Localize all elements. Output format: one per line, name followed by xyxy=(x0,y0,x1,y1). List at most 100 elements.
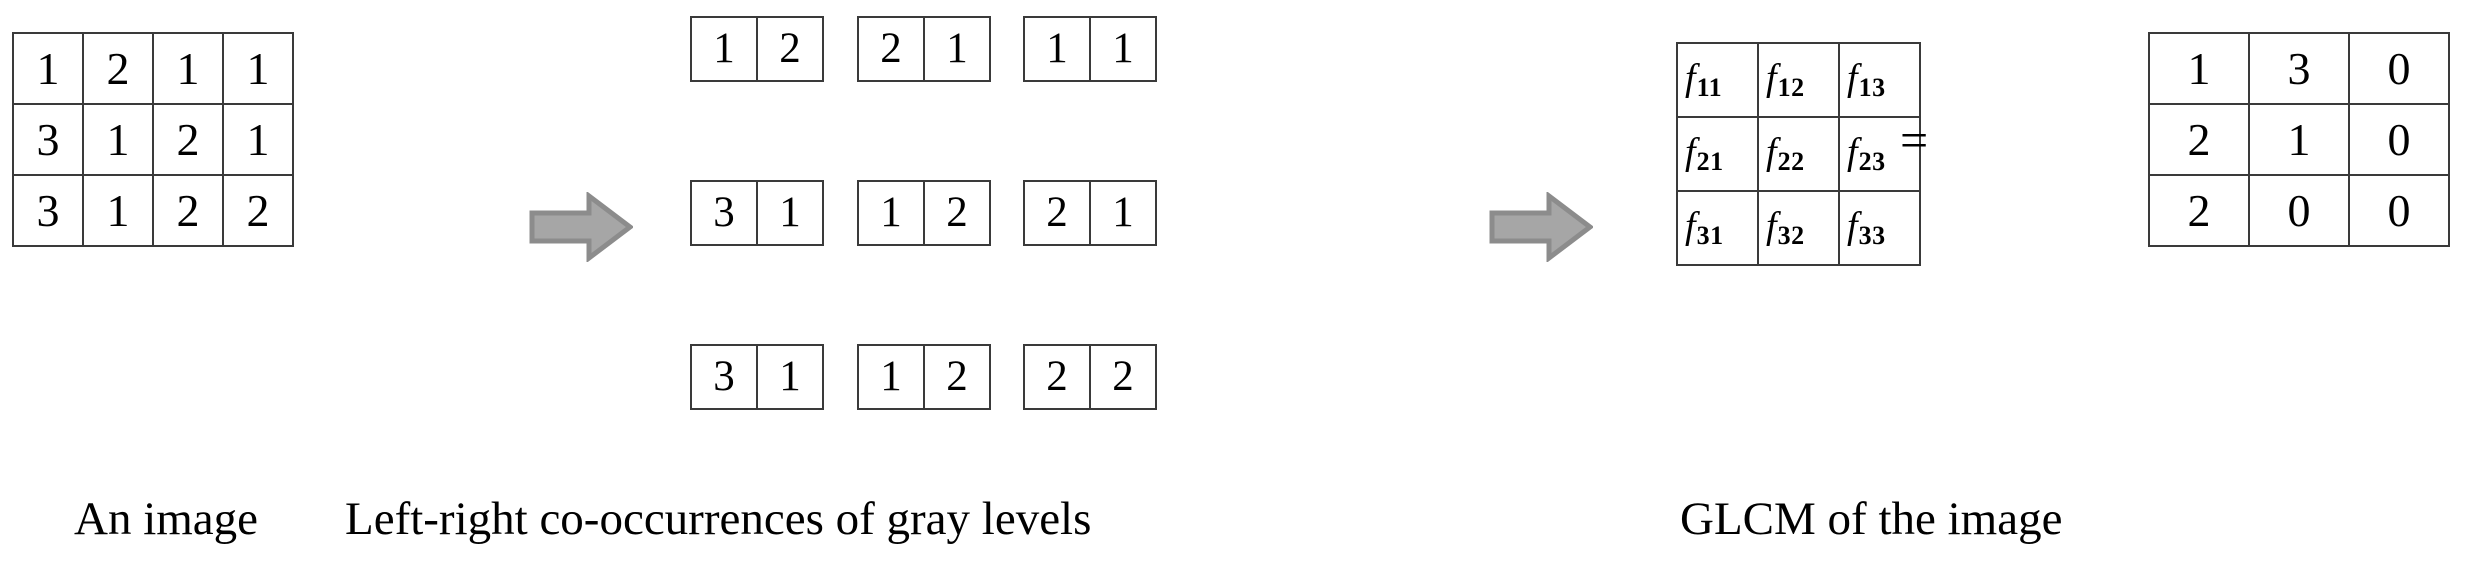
image-cell: 3 xyxy=(12,174,84,247)
glcm-value-cell: 3 xyxy=(2248,32,2350,105)
glcm-symbol-f: f xyxy=(1685,131,1696,173)
table-row: f31 f32 f33 xyxy=(1676,190,1921,266)
glcm-value-cell: 0 xyxy=(2248,174,2350,247)
pair-cell-right: 1 xyxy=(923,16,991,82)
image-cell: 1 xyxy=(82,103,154,176)
pair-cell-left: 2 xyxy=(1023,344,1091,410)
image-cell: 2 xyxy=(152,174,224,247)
image-cell: 1 xyxy=(12,32,84,105)
glcm-symbol-sub: 31 xyxy=(1696,221,1724,250)
table-row: 1 2 xyxy=(857,344,991,410)
glcm-symbol-sub: 12 xyxy=(1777,73,1805,102)
image-cell: 1 xyxy=(222,103,294,176)
glcm-value-cell: 0 xyxy=(2348,32,2450,105)
pair-cell-right: 1 xyxy=(756,344,824,410)
glcm-symbol-sub: 32 xyxy=(1777,221,1805,250)
glcm-symbol-cell: f33 xyxy=(1838,190,1921,266)
caption-glcm: GLCM of the image xyxy=(1680,493,2063,545)
image-cell: 1 xyxy=(222,32,294,105)
pair-cell-left: 2 xyxy=(857,16,925,82)
glcm-symbol-cell: f32 xyxy=(1757,190,1840,266)
table-row: f11 f12 f13 xyxy=(1676,42,1921,118)
table-row: 2 0 0 xyxy=(2148,174,2450,247)
right-arrow-icon xyxy=(1489,192,1593,262)
pair-cell-right: 2 xyxy=(1089,344,1157,410)
glcm-symbol-cell: f22 xyxy=(1757,116,1840,192)
glcm-symbol-sub: 23 xyxy=(1858,147,1886,176)
glcm-symbol-sub: 33 xyxy=(1858,221,1886,250)
table-row: 3 1 2 1 xyxy=(12,103,294,176)
pair-box: 1 2 xyxy=(857,180,991,246)
pair-box: 3 1 xyxy=(690,180,824,246)
pair-cell-left: 1 xyxy=(857,180,925,246)
glcm-symbol-sub: 21 xyxy=(1696,147,1724,176)
caption-pairs: Left-right co-occurrences of gray levels xyxy=(345,493,1092,545)
table-row: 1 3 0 xyxy=(2148,32,2450,105)
pair-box: 2 1 xyxy=(1023,180,1157,246)
glcm-symbol-cell: f13 xyxy=(1838,42,1921,118)
pair-box: 2 2 xyxy=(1023,344,1157,410)
pair-cell-left: 3 xyxy=(690,344,758,410)
pair-cell-left: 2 xyxy=(1023,180,1091,246)
pair-box: 1 2 xyxy=(690,16,824,82)
right-arrow-icon xyxy=(529,192,633,262)
table-row: 2 1 xyxy=(857,16,991,82)
glcm-symbol-cell: f31 xyxy=(1676,190,1759,266)
pair-box: 1 2 xyxy=(857,344,991,410)
pair-box: 3 1 xyxy=(690,344,824,410)
glcm-symbol-sub: 22 xyxy=(1777,147,1805,176)
glcm-symbolic-matrix: f11 f12 f13 f21 f22 f23 f31 f32 f33 xyxy=(1676,42,1921,266)
pair-cell-right: 2 xyxy=(923,180,991,246)
table-row: f21 f22 f23 xyxy=(1676,116,1921,192)
glcm-symbol-cell: f21 xyxy=(1676,116,1759,192)
pair-cell-right: 1 xyxy=(1089,180,1157,246)
glcm-symbol-f: f xyxy=(1685,205,1696,247)
glcm-symbol-cell: f11 xyxy=(1676,42,1759,118)
image-cell: 3 xyxy=(12,103,84,176)
glcm-symbol-f: f xyxy=(1847,57,1858,99)
pair-cell-left: 1 xyxy=(1023,16,1091,82)
table-row: 2 1 0 xyxy=(2148,103,2450,176)
glcm-value-cell: 0 xyxy=(2348,103,2450,176)
pair-cell-left: 3 xyxy=(690,180,758,246)
glcm-value-cell: 0 xyxy=(2348,174,2450,247)
pair-cell-right: 2 xyxy=(923,344,991,410)
equals-sign: = xyxy=(1900,112,1929,168)
glcm-symbol-f: f xyxy=(1847,205,1858,247)
image-cell: 1 xyxy=(82,174,154,247)
image-matrix: 1 2 1 1 3 1 2 1 3 1 2 2 xyxy=(12,32,294,247)
table-row: 3 1 2 2 xyxy=(12,174,294,247)
pair-cell-left: 1 xyxy=(857,344,925,410)
table-row: 2 1 xyxy=(1023,180,1157,246)
image-cell: 2 xyxy=(222,174,294,247)
glcm-value-cell: 2 xyxy=(2148,174,2250,247)
image-cell: 2 xyxy=(152,103,224,176)
glcm-symbol-f: f xyxy=(1847,131,1858,173)
glcm-numeric-matrix: 1 3 0 2 1 0 2 0 0 xyxy=(2148,32,2450,247)
table-row: 3 1 xyxy=(690,180,824,246)
table-row: 1 2 xyxy=(690,16,824,82)
glcm-symbol-sub: 11 xyxy=(1696,73,1723,102)
glcm-value-cell: 2 xyxy=(2148,103,2250,176)
glcm-symbol-f: f xyxy=(1766,57,1777,99)
table-row: 1 1 xyxy=(1023,16,1157,82)
pair-cell-left: 1 xyxy=(690,16,758,82)
pair-box: 1 1 xyxy=(1023,16,1157,82)
glcm-symbol-f: f xyxy=(1766,131,1777,173)
glcm-symbol-f: f xyxy=(1766,205,1777,247)
table-row: 3 1 xyxy=(690,344,824,410)
pair-cell-right: 2 xyxy=(756,16,824,82)
table-row: 2 2 xyxy=(1023,344,1157,410)
pair-cell-right: 1 xyxy=(1089,16,1157,82)
table-row: 1 2 1 1 xyxy=(12,32,294,105)
caption-image-matrix: An image xyxy=(74,493,259,545)
glcm-symbol-f: f xyxy=(1685,57,1696,99)
pair-cell-right: 1 xyxy=(756,180,824,246)
image-cell: 2 xyxy=(82,32,154,105)
glcm-symbol-sub: 13 xyxy=(1858,73,1886,102)
glcm-symbol-cell: f23 xyxy=(1838,116,1921,192)
table-row: 1 2 xyxy=(857,180,991,246)
glcm-symbol-cell: f12 xyxy=(1757,42,1840,118)
image-cell: 1 xyxy=(152,32,224,105)
